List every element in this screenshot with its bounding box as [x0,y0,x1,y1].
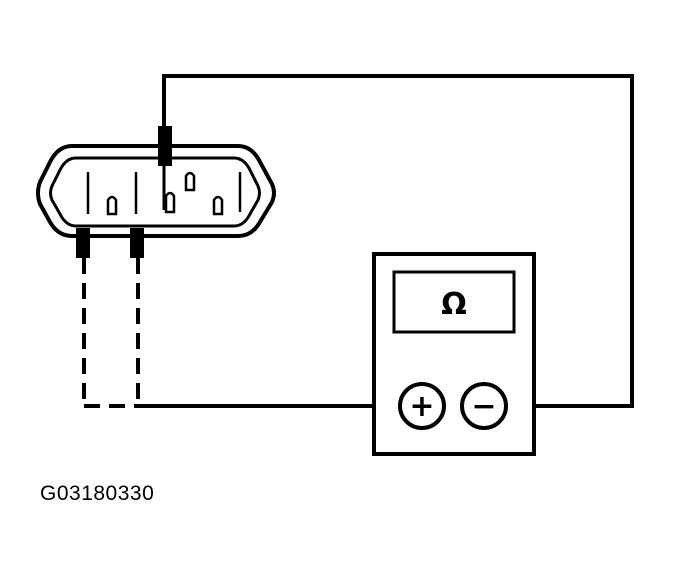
terminal-5 [184,171,196,192]
wire-meter-negative-to-connector [162,74,634,408]
connector [36,126,276,258]
positive-terminal [398,382,446,430]
terminal-6 [212,195,224,216]
connector-bottom-probe-right [130,228,144,258]
dashed-leads [82,258,140,408]
connector-top-probe [158,126,172,166]
ohm-symbol: Ω [441,287,467,322]
connector-inner-shell [49,156,261,228]
negative-terminal-label: − [471,389,496,424]
terminal-4 [164,191,176,214]
positive-terminal-label: + [409,389,434,424]
connector-bottom-probe-left [76,228,90,258]
connector-terminals [86,171,242,216]
terminal-2 [106,195,118,216]
ohmmeter: Ω + − [372,252,536,456]
ohmmeter-display [392,270,516,334]
figure-id: G03180330 [40,482,155,505]
negative-terminal [460,382,508,430]
